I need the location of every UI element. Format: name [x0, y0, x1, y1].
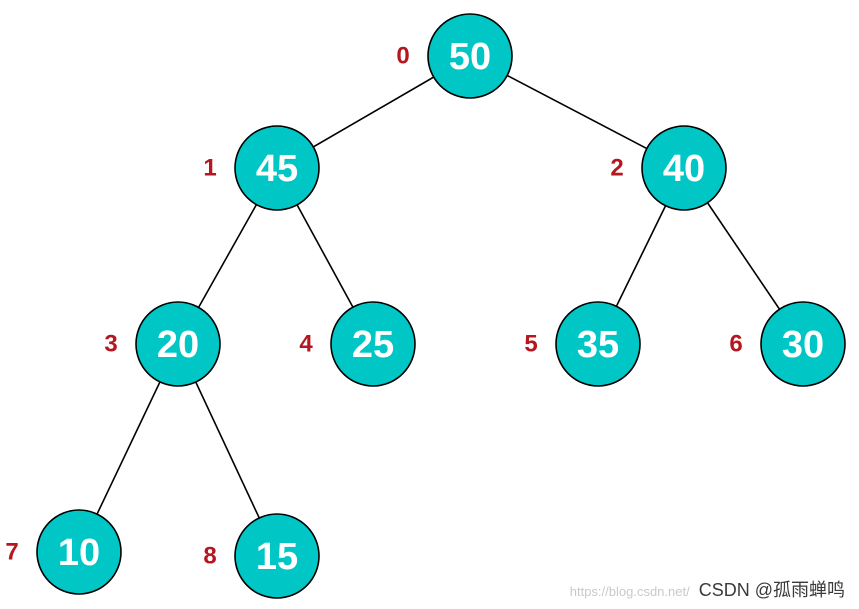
- watermark-url: https://blog.csdn.net/: [569, 584, 690, 599]
- node-index-label: 5: [524, 331, 537, 358]
- node-index-label: 2: [610, 155, 623, 182]
- node-value: 40: [663, 148, 705, 190]
- node-circle: [427, 13, 513, 99]
- node-index-label: 3: [104, 331, 117, 358]
- node-value: 15: [256, 536, 298, 578]
- watermark-text: CSDN @孤雨蝉鸣: [698, 580, 845, 600]
- tree-node-5: 35 5: [524, 301, 641, 387]
- node-value: 25: [352, 324, 394, 366]
- node-value: 20: [157, 324, 199, 366]
- node-index-label: 8: [203, 543, 216, 570]
- node-value: 35: [577, 324, 619, 366]
- node-circle: [760, 301, 846, 387]
- node-index-label: 0: [396, 43, 409, 70]
- tree-node-1: 45 1: [203, 125, 320, 211]
- tree-node-2: 40 2: [610, 125, 727, 211]
- node-circle: [234, 513, 320, 599]
- tree-node-6: 30 6: [729, 301, 846, 387]
- node-value: 45: [256, 148, 298, 190]
- node-circle: [641, 125, 727, 211]
- nodes-layer: 50 0 45 1 40 2 20 3 25 4 35 5 30 6 10 7 15 8: [5, 13, 846, 599]
- node-circle: [330, 301, 416, 387]
- node-index-label: 7: [5, 539, 18, 566]
- node-value: 30: [782, 324, 824, 366]
- tree-node-4: 25 4: [299, 301, 416, 387]
- node-circle: [135, 301, 221, 387]
- tree-node-8: 15 8: [203, 513, 320, 599]
- tree-node-7: 10 7: [5, 509, 122, 595]
- tree-node-0: 50 0: [396, 13, 513, 99]
- node-index-label: 4: [299, 331, 313, 358]
- node-circle: [36, 509, 122, 595]
- watermark: https://blog.csdn.net/ CSDN @孤雨蝉鸣: [570, 576, 845, 602]
- node-circle: [234, 125, 320, 211]
- tree-node-3: 20 3: [104, 301, 221, 387]
- node-value: 10: [58, 532, 100, 574]
- node-index-label: 6: [729, 331, 742, 358]
- node-index-label: 1: [203, 155, 216, 182]
- node-circle: [555, 301, 641, 387]
- node-value: 50: [449, 36, 491, 78]
